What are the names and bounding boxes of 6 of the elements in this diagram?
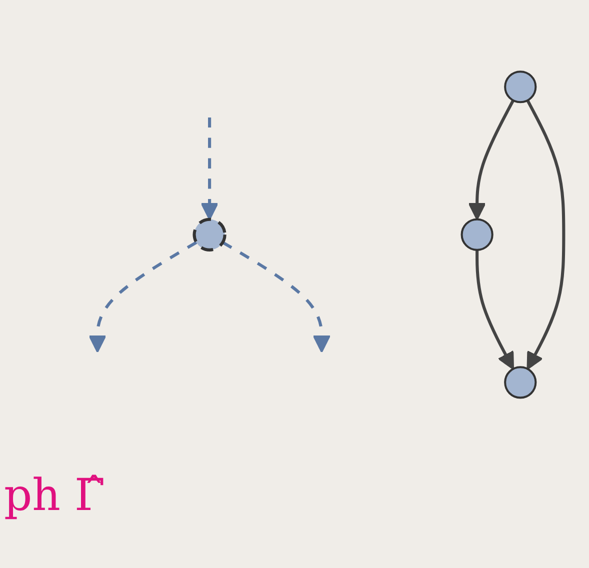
graph-caption: ph Γ̂ bbox=[4, 470, 106, 521]
arrow bbox=[88, 241, 198, 353]
arrow bbox=[476, 250, 514, 370]
arrow bbox=[468, 100, 515, 221]
arrow bbox=[222, 241, 331, 353]
arrow bbox=[526, 100, 566, 370]
